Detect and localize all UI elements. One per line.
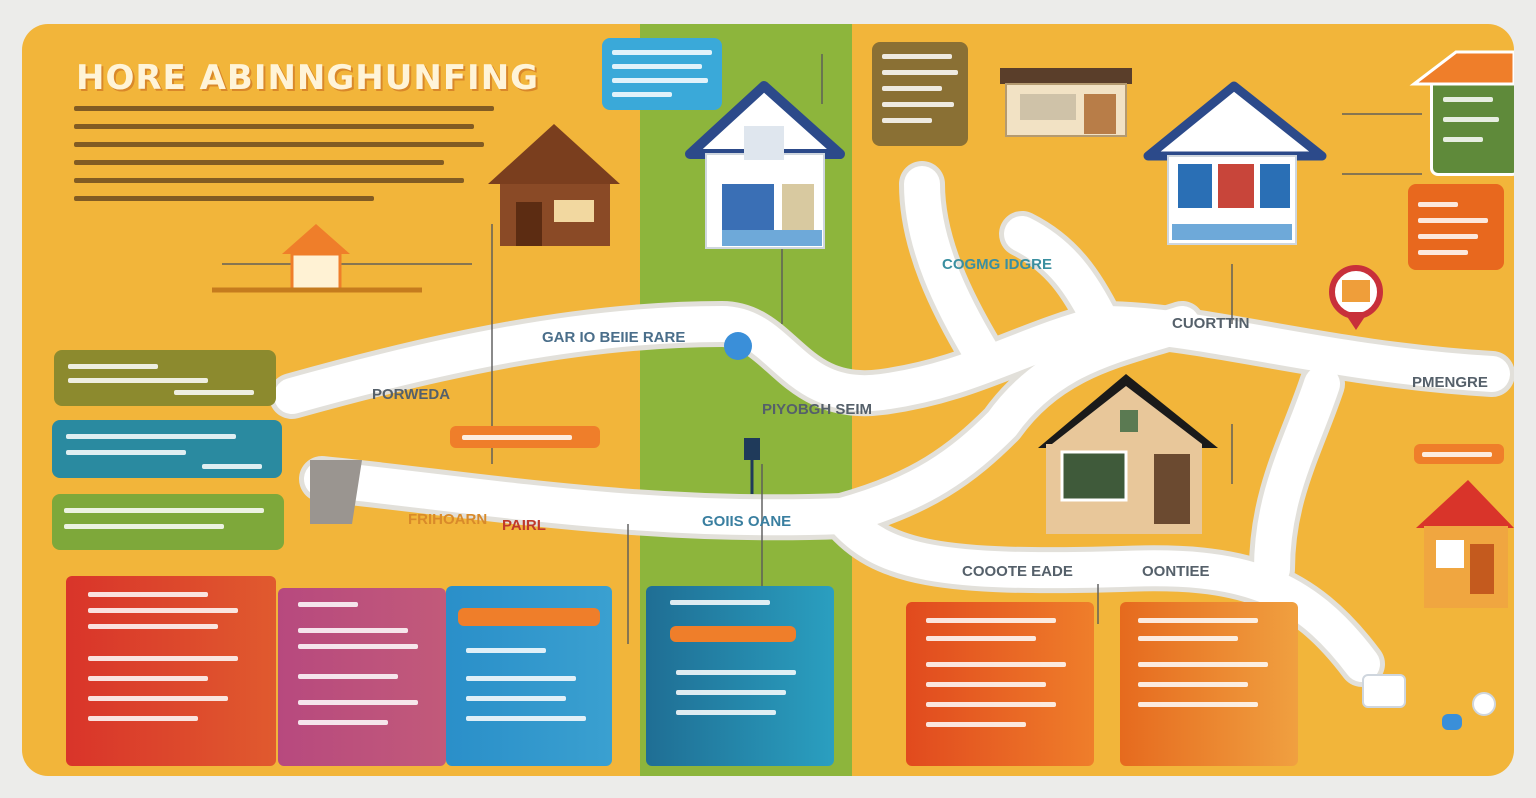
road-label-8: OONTIEE: [1142, 563, 1210, 580]
infographic-poster: HORE ABINNGHUNFING: [22, 24, 1514, 776]
panel-orange-red: [906, 602, 1094, 766]
callout-green: [52, 494, 284, 550]
callout-olive: [54, 350, 276, 406]
pin-icon: [1329, 265, 1383, 330]
house-icon: [1143, 81, 1327, 245]
panel-orange: [1120, 602, 1298, 766]
flag-icon: [744, 438, 760, 494]
flag-icon: [1442, 714, 1462, 730]
road-network: PORWEDA GAR IO BEIIE RARE PIYOBGH SEIM C…: [222, 54, 1514, 687]
road-label-9: PMENGRE: [1412, 374, 1488, 391]
panel-magenta: [278, 588, 446, 766]
callout-teal: [52, 420, 282, 478]
road-label-6: GOIIS OANE: [702, 513, 791, 530]
orange-banner: [450, 426, 600, 448]
doc-icon: [1362, 674, 1406, 708]
house-icon: [1416, 480, 1514, 608]
orange-strip-right: [1414, 444, 1504, 464]
road-label-1: GAR IO BEIIE RARE: [542, 329, 685, 346]
road-label-3: CUORTTIN: [1172, 315, 1250, 332]
panel-red: [66, 576, 276, 766]
road-label-4: FRIHOARN: [408, 511, 487, 528]
infographic-title: HORE ABINNGHUNFING: [76, 58, 540, 98]
tree-icon: [724, 332, 752, 360]
note-green-right: [1430, 74, 1514, 176]
shadow-wedge: [310, 460, 362, 524]
house-icon: [685, 81, 845, 249]
houses-layer: [212, 50, 1514, 608]
panel-teal: [646, 586, 834, 766]
house-icon: [1409, 50, 1514, 86]
road-label-10: COGMG IDGRE: [942, 256, 1052, 273]
note-brown: [872, 42, 968, 146]
house-icon: [488, 124, 620, 246]
note-orange-right: [1408, 184, 1504, 270]
house-icon: [1000, 68, 1132, 137]
road-label-2: PIYOBGH SEIM: [762, 401, 872, 418]
panel-blue: [446, 586, 612, 766]
house-icon: [212, 224, 422, 293]
road-label-7: COOOTE EADE: [962, 563, 1073, 580]
note-blue: [602, 38, 722, 110]
star-icon: [1472, 692, 1496, 716]
road-label-0: PORWEDA: [372, 386, 450, 403]
house-icon: [1038, 374, 1218, 534]
road-label-5: PAIRL: [502, 517, 546, 534]
